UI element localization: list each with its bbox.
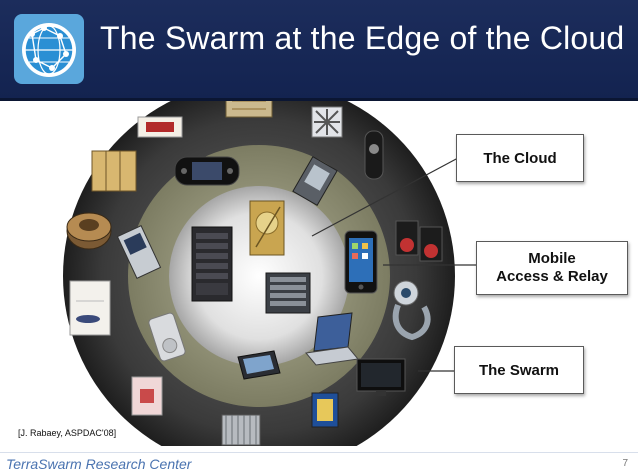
paper-sensor-icon	[70, 281, 110, 335]
rfid-chip-icon	[132, 377, 162, 415]
wooden-block-sensor-icon	[92, 151, 136, 191]
handheld-game-console-icon	[175, 157, 239, 185]
footer-divider	[0, 452, 638, 453]
blade-server-icon	[266, 273, 310, 313]
mobile-access-callout: Mobile Access & Relay	[476, 241, 628, 295]
wristband-sensor-icon	[365, 131, 383, 179]
smartphone-icon	[345, 231, 377, 293]
slide-header: The Swarm at the Edge of the Cloud	[0, 0, 638, 101]
picture-frame-icon	[312, 393, 338, 427]
metal-lattice-icon	[312, 107, 342, 137]
page-number: 7	[622, 458, 628, 469]
footer-brand: TerraSwarm Research Center	[6, 456, 191, 472]
circuit-board-icon	[226, 101, 272, 117]
swarm-callout-label: The Swarm	[479, 362, 559, 379]
swarm-callout: The Swarm	[454, 346, 584, 394]
coil-sensor-icon	[67, 213, 111, 249]
cloud-callout: The Cloud	[456, 134, 584, 182]
television-icon	[357, 359, 405, 396]
heatsink-icon	[222, 415, 260, 445]
globe-network-icon	[14, 14, 84, 84]
slide-title: The Swarm at the Edge of the Cloud	[100, 20, 624, 57]
mobile-callout-line1: Mobile	[528, 250, 576, 268]
server-rack-icon	[192, 227, 232, 301]
mobile-callout-line2: Access & Relay	[496, 268, 608, 286]
gold-storage-device-icon	[250, 201, 284, 255]
cloud-callout-label: The Cloud	[483, 150, 556, 167]
citation: [J. Rabaey, ASPDAC'08]	[18, 428, 116, 438]
sensor-chip-icon	[138, 117, 182, 137]
